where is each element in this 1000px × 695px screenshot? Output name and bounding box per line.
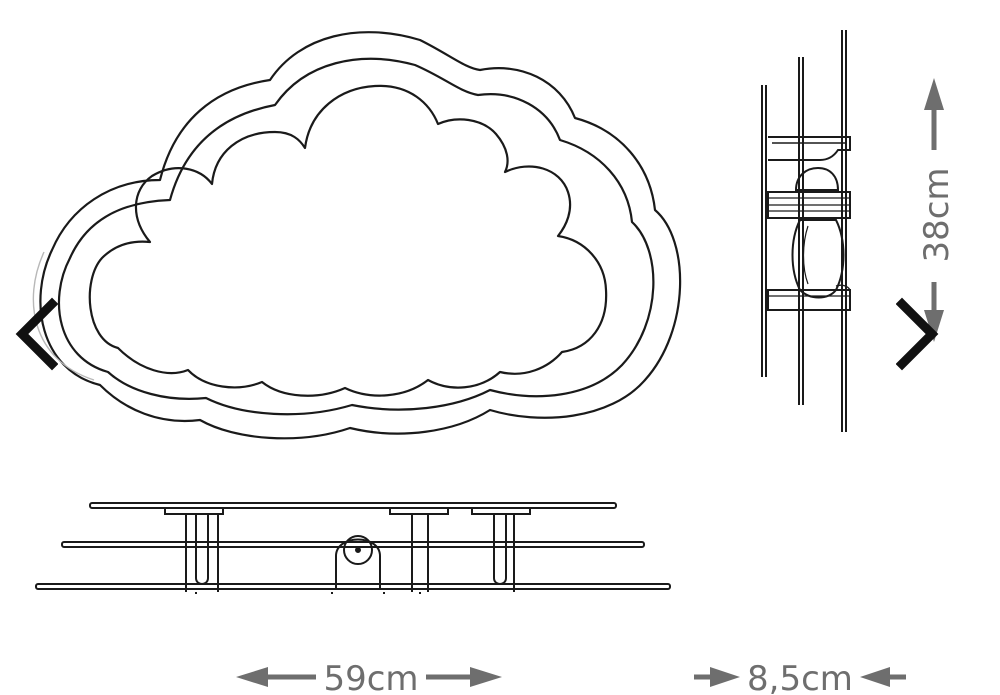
arrow-left-icon (860, 667, 890, 687)
lamp-bulb (791, 219, 845, 299)
chevron-left-icon (15, 297, 58, 371)
height-label: 38cm (917, 167, 957, 262)
side-spacer-middle (767, 191, 851, 219)
previous-image-button[interactable] (12, 296, 58, 372)
top-spacer-left (164, 507, 224, 592)
cloud-outline-middle (57, 57, 655, 416)
arrow-right-icon (470, 667, 502, 687)
top-spacer-right (471, 507, 531, 592)
side-spacer-top (768, 136, 851, 161)
arrow-left-icon (236, 667, 268, 687)
lamp-socket (794, 166, 840, 191)
front-view-cloud (32, 31, 682, 440)
cloud-outline-inner (88, 84, 608, 397)
top-panel-rear (89, 502, 617, 509)
top-panel-front (35, 583, 671, 590)
side-spacer-bottom (767, 289, 851, 311)
side-view (761, 30, 851, 432)
top-view (35, 502, 671, 594)
cloud-outline-shadow (32, 251, 95, 381)
depth-dimension (694, 667, 906, 687)
depth-label: 8,5cm (747, 659, 853, 695)
top-panel-middle (61, 541, 645, 548)
height-dimension (924, 78, 944, 342)
next-image-button[interactable] (896, 296, 942, 372)
chevron-right-icon (896, 297, 939, 371)
width-label: 59cm (323, 659, 418, 695)
width-dimension (236, 667, 502, 687)
arrow-down-icon (924, 310, 944, 342)
arrow-right-icon (710, 667, 740, 687)
top-spacer-center (389, 507, 449, 592)
cloud-outline-outer (39, 31, 682, 440)
top-lamp-fixture (335, 535, 381, 590)
arrow-up-icon (924, 78, 944, 110)
